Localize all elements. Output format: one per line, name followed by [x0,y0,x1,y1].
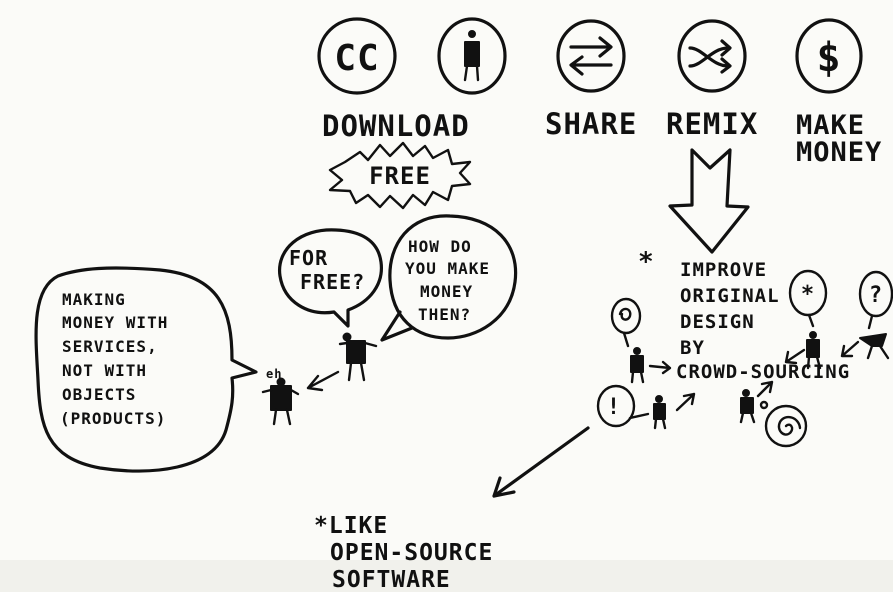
cc-icon-glyph: CC [334,38,379,79]
making-line3: SERVICES, [62,337,158,356]
improve-line4: BY [680,337,705,359]
making-line4: NOT WITH [62,361,147,380]
for-free-bubble: FOR FREE? [278,228,383,328]
how-line2: YOU MAKE [405,259,490,278]
improve-star: * [638,247,655,277]
cc-icon: CC [317,17,397,95]
making-line6: (PRODUCTS) [60,409,166,428]
spiral-figure [739,380,808,448]
exclamation-figure: ! [596,384,696,430]
remix-shuffle-icon [677,19,747,93]
speaker-to-listener-arrow [306,370,340,392]
making-line1: MAKING [62,290,126,309]
making-line2: MONEY WITH [62,313,168,332]
like-line2: OPEN-SOURCE [330,540,493,566]
improve-line1: IMPROVE [680,259,767,281]
dollar-icon-glyph: $ [816,35,841,81]
download-label: DOWNLOAD [322,109,470,143]
remix-label: REMIX [666,107,758,141]
make-label: MAKE [796,110,865,141]
improve-line5: CROWD-SOURCING [676,361,850,383]
free-label: FREE [369,162,431,190]
making-money-bubble: MAKING MONEY WITH SERVICES, NOT WITH OBJ… [34,266,258,473]
dollar-icon: $ [795,18,863,94]
bubble-spiral [618,307,632,321]
bubble-asterisk: * [801,282,815,307]
remix-down-arrow [668,148,750,254]
listener-figure: eh [261,367,300,426]
free-starburst: FREE [328,141,472,210]
like-line1: *LIKE [314,513,388,539]
eh-label: eh [266,367,282,381]
bubble-question: ? [869,283,883,308]
improve-line3: DESIGN [680,311,755,333]
long-arrow-to-like [492,426,590,498]
download-figure-icon [437,17,507,95]
share-arrows-icon [556,19,626,93]
for-free-line1: FOR [289,246,328,270]
how-line4: THEN? [418,305,471,324]
speaker-figure [338,332,378,382]
asterisk-bubble-figure: * [784,269,828,370]
improve-line2: ORIGINAL [680,285,780,307]
thinking-figure-left [610,297,672,384]
like-line3: SOFTWARE [332,567,451,592]
question-figure: ? [840,270,893,360]
making-line5: OBJECTS [62,385,136,404]
money-label: MONEY [796,137,882,168]
for-free-line2: FREE? [300,270,365,294]
bubble-exclamation: ! [607,395,621,420]
paper-edge [0,560,893,592]
how-line3: MONEY [420,282,473,301]
share-label: SHARE [545,107,637,141]
how-line1: HOW DO [408,237,472,256]
how-make-money-bubble: HOW DO YOU MAKE MONEY THEN? [380,214,518,342]
